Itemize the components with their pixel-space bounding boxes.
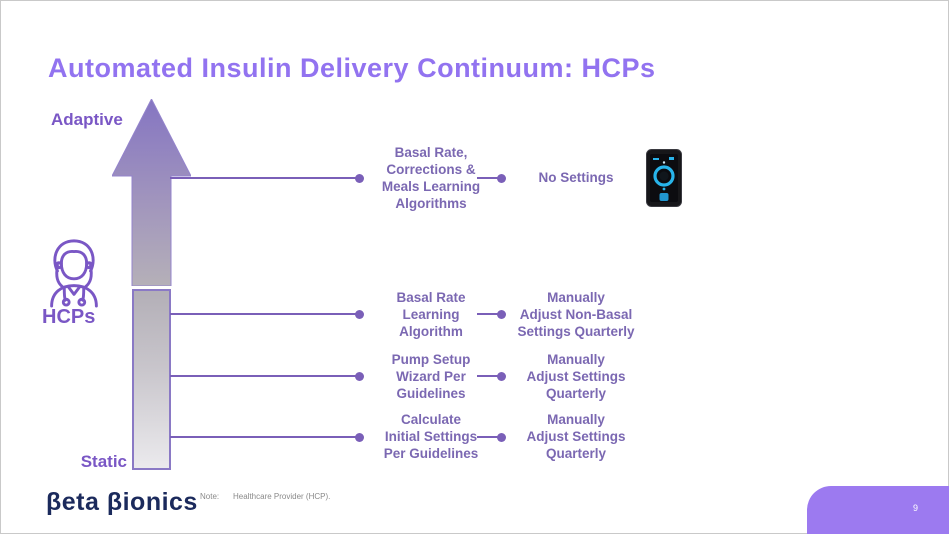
page-title: Automated Insulin Delivery Continuum: HC… — [48, 53, 656, 83]
connector-dot — [355, 371, 364, 381]
connector-line — [170, 432, 364, 442]
row-method: Calculate Initial Settings Per Guideline… — [383, 412, 479, 461]
connector-line — [477, 309, 506, 319]
row-method: Pump Setup Wizard Per Guidelines — [391, 352, 471, 401]
row-method: Basal Rate, Corrections & Meals Learning… — [381, 145, 481, 211]
continuum-arrow-static-segment — [132, 289, 171, 470]
connector-line — [477, 371, 506, 381]
row-action: No Settings — [538, 170, 614, 185]
adaptive-label: Adaptive — [51, 110, 123, 129]
connector-dot — [497, 309, 506, 319]
connector-line — [477, 173, 506, 183]
row-action: Manually Adjust Non-Basal Settings Quart… — [517, 290, 635, 339]
connector-line — [170, 309, 364, 319]
beta-bionics-logo: βeta βionics — [46, 488, 198, 516]
connector-line — [477, 432, 506, 442]
connector-line — [170, 173, 364, 183]
hcps-label: HCPs — [42, 306, 96, 328]
row-action: Manually Adjust Settings Quarterly — [526, 352, 626, 401]
note-text: Healthcare Provider (HCP). — [233, 492, 331, 501]
clinician-icon — [50, 239, 98, 308]
connector-dot — [497, 432, 506, 442]
row-action: Manually Adjust Settings Quarterly — [526, 412, 626, 461]
connector-dot — [497, 371, 506, 381]
connector-dot — [355, 432, 364, 442]
page-number-tab: 9 — [807, 486, 949, 534]
row-method: Basal Rate Learning Algorithm — [396, 290, 466, 339]
connector-dot — [355, 173, 364, 183]
page-number: 9 — [912, 503, 918, 513]
static-label: Static — [80, 452, 127, 471]
connector-dot — [497, 173, 506, 183]
continuum-arrow-icon — [112, 99, 191, 286]
connector-line — [170, 371, 364, 381]
insulin-pump-icon — [646, 149, 682, 207]
note-label: Note: — [200, 492, 220, 501]
connector-dot — [355, 309, 364, 319]
